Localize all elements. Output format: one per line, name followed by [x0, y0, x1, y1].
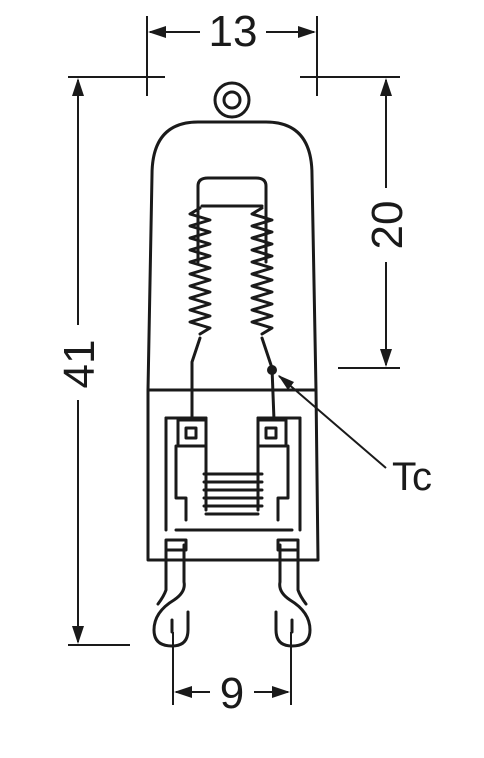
left-terminal-tab	[176, 418, 208, 448]
capsule-height-label: 20	[363, 201, 412, 250]
width-dimension: 13	[146, 7, 318, 96]
overall-height-dimension: 41	[55, 76, 165, 646]
overall-height-label: 41	[55, 340, 104, 389]
right-filament-coil	[250, 206, 274, 336]
left-filament-coil	[188, 206, 212, 336]
width-dimension-label: 13	[209, 7, 258, 56]
filament-support	[196, 176, 268, 264]
lamp-base	[146, 388, 320, 562]
right-terminal-tab	[256, 418, 288, 448]
tc-callout: Tc	[267, 365, 432, 499]
left-lead-wire	[190, 336, 202, 422]
tc-label: Tc	[392, 455, 432, 499]
tc-measurement-point	[267, 365, 277, 375]
right-pin	[274, 538, 312, 648]
top-loop	[213, 81, 251, 119]
pinch-seal	[204, 416, 260, 512]
right-lead-wire	[260, 336, 276, 422]
glass-capsule	[146, 120, 318, 392]
pin-spacing-dimension: 9	[172, 632, 292, 718]
capsule-height-dimension: 20	[300, 76, 412, 369]
lamp-body	[146, 81, 320, 562]
pin-spacing-label: 9	[220, 669, 244, 718]
left-pin	[152, 538, 190, 648]
